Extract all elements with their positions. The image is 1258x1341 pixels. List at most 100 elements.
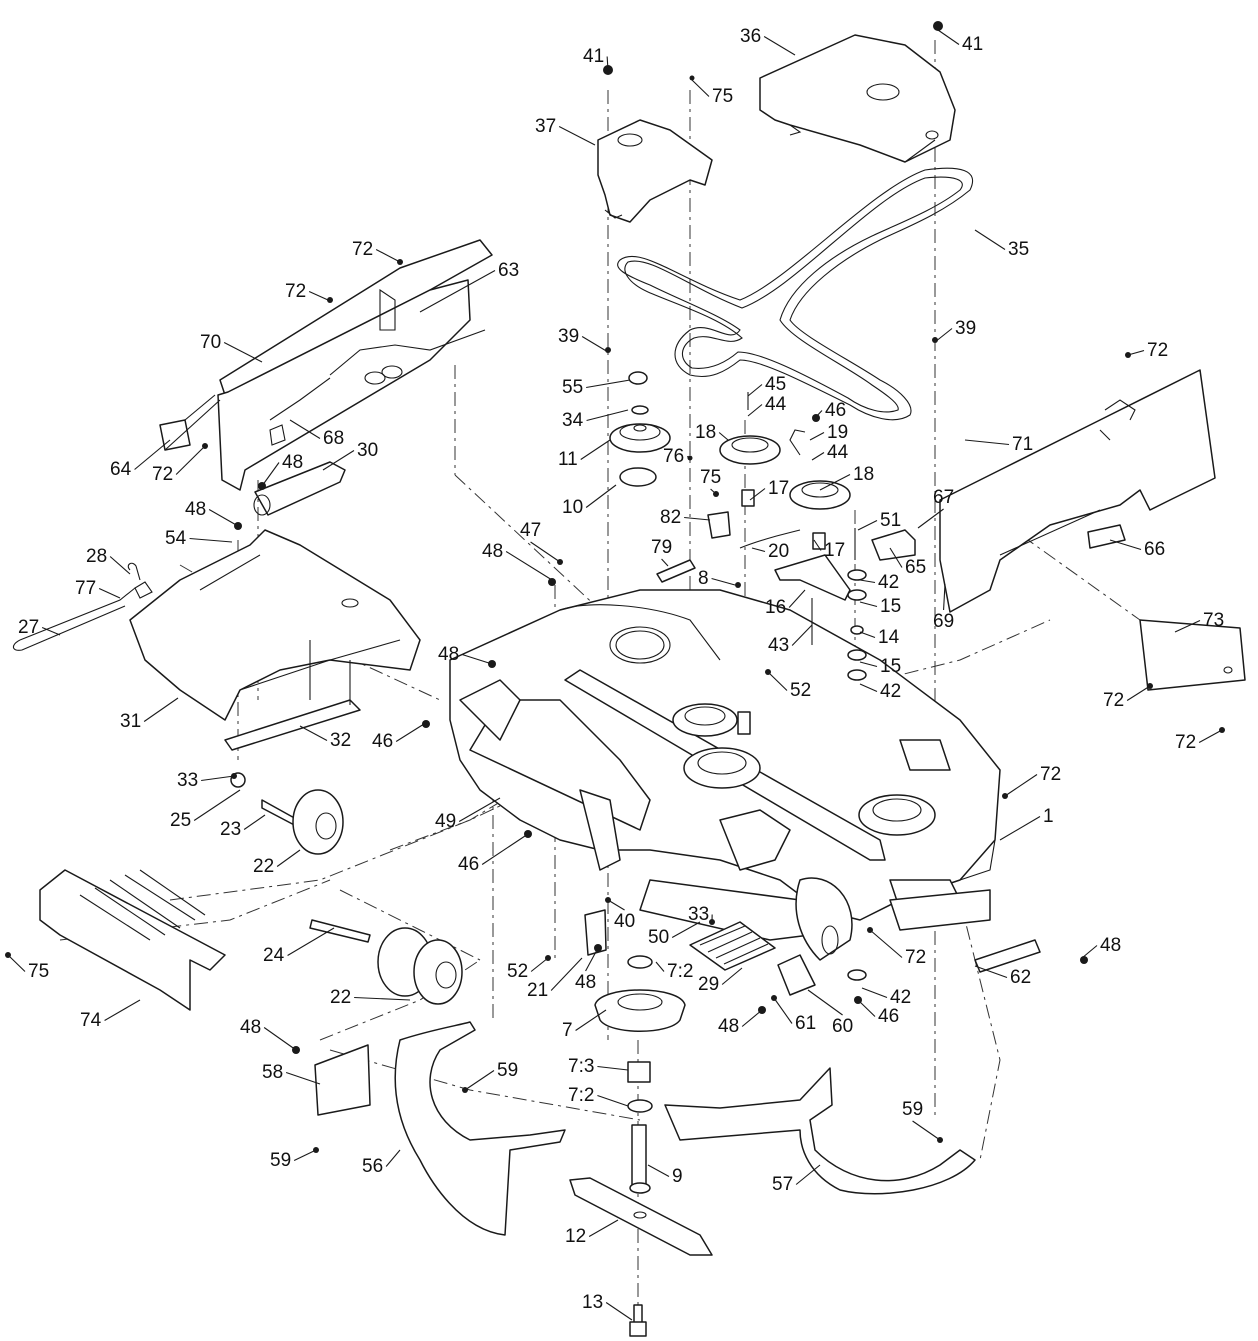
callout-label: 57 <box>772 1174 793 1195</box>
idler-pulleys <box>719 392 851 550</box>
callout-label: 7:2 <box>568 1085 594 1106</box>
callout-leader <box>189 537 233 543</box>
callout-leader <box>1198 729 1223 743</box>
callout-label: 77 <box>75 578 96 599</box>
callout-label: 22 <box>330 987 351 1008</box>
callout-7: 7 <box>562 1009 607 1041</box>
callout-leader <box>597 1094 629 1107</box>
callout-leader <box>458 797 501 822</box>
callout-leader <box>558 126 596 146</box>
callout-leader <box>606 56 609 71</box>
callout-label: 18 <box>853 464 874 485</box>
callout-41: 41 <box>583 46 609 71</box>
callout-label: 12 <box>565 1226 586 1247</box>
callout-34: 34 <box>562 409 629 431</box>
callout-label: 40 <box>614 911 635 932</box>
callout-label: 22 <box>253 856 274 877</box>
callout-label: 72 <box>1147 340 1168 361</box>
callout-leader <box>285 1071 321 1085</box>
callout-59: 59 <box>464 1060 518 1091</box>
callout-leader <box>711 577 736 586</box>
callout-leader <box>859 661 878 668</box>
callout-label: 48 <box>185 499 206 520</box>
callout-label: 65 <box>905 557 926 578</box>
callout-56: 56 <box>362 1149 401 1177</box>
callout-leader <box>293 1149 317 1161</box>
callout-leader <box>208 509 239 527</box>
callout-leader <box>861 987 888 999</box>
callout-leader <box>807 989 843 1016</box>
callout-leader <box>857 520 878 531</box>
callout-15: 15 <box>859 656 901 677</box>
callout-31: 31 <box>120 697 179 732</box>
callout-leader <box>1127 349 1145 356</box>
callout-leader <box>585 947 599 972</box>
chute-rod <box>12 562 153 651</box>
callout-48: 48 <box>240 1017 297 1051</box>
callout-label: 42 <box>878 572 899 593</box>
callout-leader <box>134 439 171 470</box>
callout-leader <box>791 624 813 646</box>
callout-label: 14 <box>878 627 900 648</box>
callout-leader <box>1174 620 1201 633</box>
callout-leader <box>263 1027 297 1051</box>
callout-55: 55 <box>562 377 631 398</box>
callout-label: 25 <box>170 810 191 831</box>
callout-label: 42 <box>890 987 911 1008</box>
callout-leader <box>7 954 26 972</box>
callout-leader <box>788 589 806 608</box>
callout-label: 33 <box>688 904 709 925</box>
callout-label: 15 <box>880 656 901 677</box>
front-skid-plate <box>39 869 226 1011</box>
callout-72: 72 <box>352 239 401 263</box>
callout-leader <box>859 631 876 639</box>
callout-40: 40 <box>607 899 635 932</box>
callout-71: 71 <box>964 434 1033 455</box>
callout-label: 59 <box>497 1060 518 1081</box>
callout-label: 60 <box>832 1016 853 1037</box>
idler-arm <box>656 511 856 645</box>
chute-deflector-assembly <box>159 239 493 491</box>
callout-48: 48 <box>718 1009 763 1037</box>
callout-leader <box>464 1070 495 1091</box>
callout-label: 34 <box>562 410 584 431</box>
callout-7-2: 7:2 <box>655 961 693 982</box>
callout-74: 74 <box>80 999 141 1031</box>
callout-label: 28 <box>86 546 107 567</box>
callout-32: 32 <box>299 725 351 751</box>
height-adjust-parts <box>584 909 1041 996</box>
callout-leader <box>773 997 793 1024</box>
callout-48: 48 <box>438 644 493 665</box>
callout-leader <box>143 697 179 722</box>
callout-33: 33 <box>688 904 713 925</box>
callout-44: 44 <box>811 442 849 463</box>
callout-label: 48 <box>575 972 596 993</box>
callout-54: 54 <box>165 528 233 549</box>
callout-72: 72 <box>1127 340 1168 361</box>
callout-leader <box>175 445 206 475</box>
callout-label: 74 <box>80 1010 102 1031</box>
callout-51: 51 <box>857 510 901 531</box>
callout-42: 42 <box>861 987 911 1008</box>
callout-leader <box>605 1302 633 1321</box>
callout-label: 68 <box>323 428 344 449</box>
callout-leader <box>809 432 825 441</box>
callout-label: 44 <box>827 442 849 463</box>
callout-label: 1 <box>1043 806 1054 827</box>
callout-39: 39 <box>558 326 609 353</box>
callout-79: 79 <box>651 537 672 567</box>
callout-label: 72 <box>1103 690 1124 711</box>
callout-14: 14 <box>859 627 900 648</box>
callout-45: 45 <box>747 374 786 397</box>
callout-leader <box>999 816 1041 841</box>
callout-leader <box>505 551 553 581</box>
deck-pulleys <box>672 703 936 836</box>
callout-label: 51 <box>880 510 901 531</box>
callout-47: 47 <box>520 520 561 563</box>
callout-label: 76 <box>663 446 684 467</box>
callout-22: 22 <box>253 849 301 877</box>
callout-60: 60 <box>807 989 853 1037</box>
callout-17: 17 <box>813 539 845 561</box>
callout-label: 52 <box>790 680 811 701</box>
